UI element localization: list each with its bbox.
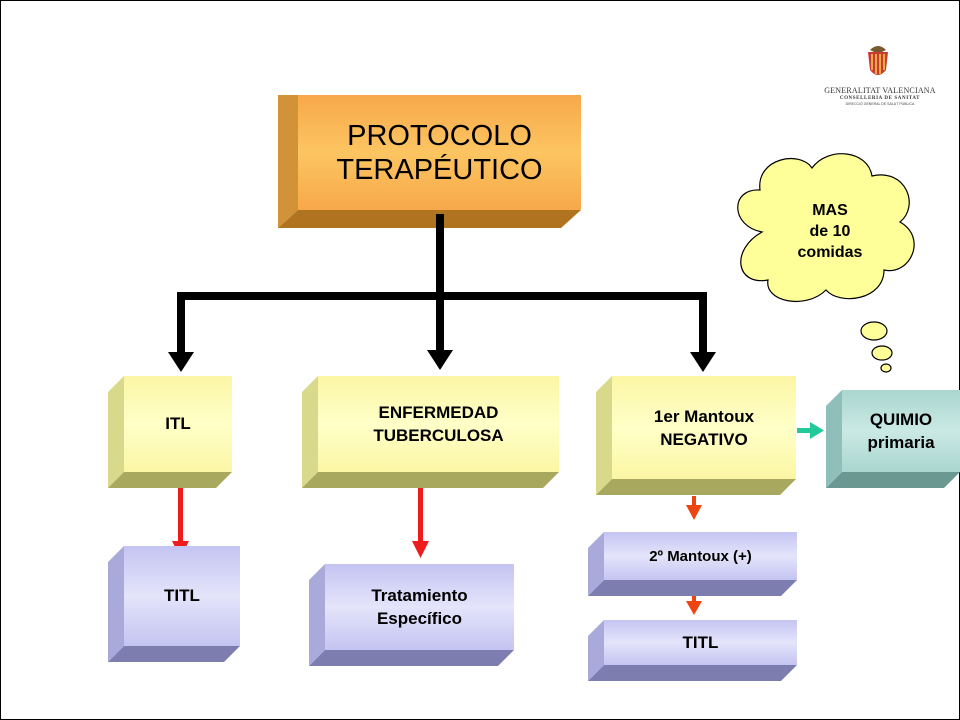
node-titl-right: TITL xyxy=(682,632,719,652)
title-line-1: PROTOCOLO xyxy=(347,119,532,152)
bubble-line-3: comidas xyxy=(797,243,863,261)
arrow-to-tratamiento xyxy=(412,488,429,558)
node-itl: ITL xyxy=(165,414,191,433)
arrow-to-mantoux1 xyxy=(690,352,716,372)
titl-right-box-shape xyxy=(588,620,797,681)
titl-left-box-shape xyxy=(108,546,240,662)
node-quimio: QUIMIO primaria xyxy=(867,410,935,452)
bubble-line-2: de 10 xyxy=(809,222,851,240)
arrow-to-enfermedad xyxy=(427,350,453,370)
node-mantoux2: 2º Mantoux (+) xyxy=(649,547,752,565)
title-line-2: TERAPÉUTICO xyxy=(336,153,543,186)
thought-cloud xyxy=(737,153,915,373)
itl-box-shape xyxy=(108,376,232,488)
arrow-to-titl-right xyxy=(686,596,702,615)
tratamiento-box-shape xyxy=(309,564,514,666)
arrow-to-mantoux2 xyxy=(686,496,702,520)
bubble-line-1: MAS xyxy=(812,201,848,219)
logo-subdept: DIRECCIÓ GENERAL DE SALUT PÚBLICA xyxy=(845,102,915,106)
thought-bubble-text: MAS de 10 comidas xyxy=(770,186,890,276)
arrow-to-quimio xyxy=(797,422,824,439)
node-titl-left: TITL xyxy=(164,586,200,605)
mantoux2-box-shape xyxy=(588,532,797,596)
quimio-box-shape xyxy=(826,390,960,488)
mantoux1-box-shape xyxy=(596,376,796,495)
node-tratamiento: Tratamiento Específico xyxy=(371,586,468,628)
logo-name: GENERALITAT VALENCIANA xyxy=(824,86,936,95)
title-box-shape xyxy=(278,95,581,228)
generalitat-logo: GENERALITAT VALENCIANA CONSELLERIA DE SA… xyxy=(822,50,938,107)
title-box: PROTOCOLO TERAPÉUTICO xyxy=(298,95,581,210)
node-enfermedad: ENFERMEDAD TUBERCULOSA xyxy=(373,403,504,445)
generalitat-logo-emblem xyxy=(868,46,888,75)
logo-dept: CONSELLERIA DE SANITAT xyxy=(839,96,921,101)
arrow-to-itl xyxy=(168,352,194,372)
enfermedad-box-shape xyxy=(302,376,559,488)
tree-connectors xyxy=(168,214,716,372)
node-mantoux1: 1er Mantoux NEGATIVO xyxy=(653,406,755,449)
